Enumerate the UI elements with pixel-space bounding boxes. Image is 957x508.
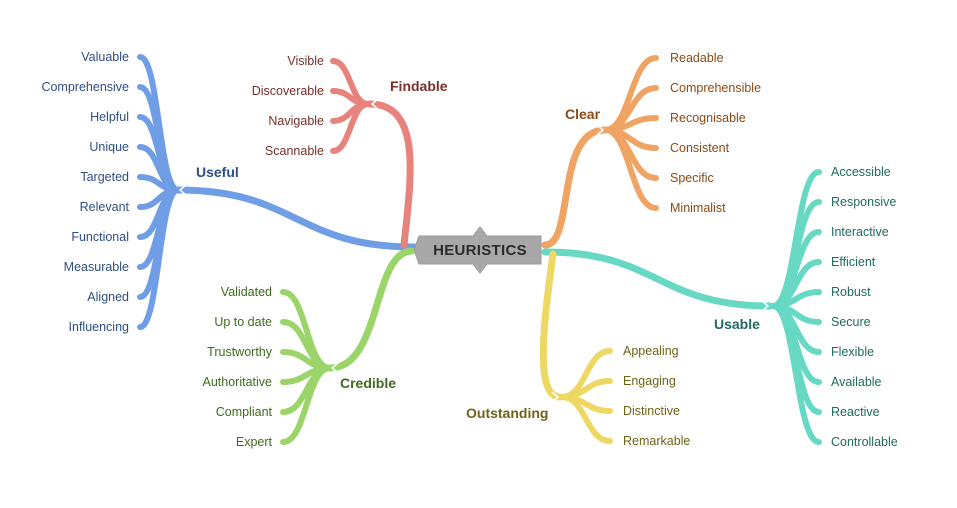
leaf-topic-findable[interactable]: Discoverable [252, 84, 324, 98]
leaf-topic-credible[interactable]: Expert [236, 435, 273, 449]
leaf-topic-credible[interactable]: Up to date [214, 315, 272, 329]
leaf-topic-findable[interactable]: Visible [287, 54, 324, 68]
branch-topic-useful[interactable]: Useful [196, 164, 239, 180]
branch-link-findable [366, 100, 414, 249]
branch-node-marker-useful [178, 184, 187, 196]
leaf-topic-credible[interactable]: Authoritative [203, 375, 273, 389]
central-topic[interactable]: HEURISTICS [413, 226, 542, 274]
leaf-topic-useful[interactable]: Functional [71, 230, 129, 244]
leaf-topic-outstanding[interactable]: Remarkable [623, 434, 690, 448]
leaf-topic-useful[interactable]: Aligned [87, 290, 129, 304]
leaf-topic-findable[interactable]: Scannable [265, 144, 324, 158]
leaf-topic-clear[interactable]: Specific [670, 171, 714, 185]
leaf-topic-outstanding[interactable]: Engaging [623, 374, 676, 388]
branch-node-marker-clear [596, 124, 605, 136]
branch-link-credible [326, 247, 416, 372]
leaf-topic-usable[interactable]: Available [831, 375, 882, 389]
leaf-topic-usable[interactable]: Flexible [831, 345, 874, 359]
leaf-topic-useful[interactable]: Targeted [80, 170, 129, 184]
leaf-topic-clear[interactable]: Recognisable [670, 111, 746, 125]
leaf-topic-usable[interactable]: Reactive [831, 405, 880, 419]
leaf-topic-usable[interactable]: Interactive [831, 225, 889, 239]
leaf-topic-credible[interactable]: Compliant [216, 405, 273, 419]
branch-link-outstanding [539, 250, 564, 401]
leaf-topic-clear[interactable]: Comprehensible [670, 81, 761, 95]
leaf-link-clear [602, 127, 659, 211]
leaf-link-credible [280, 365, 333, 445]
central-topic-label: HEURISTICS [433, 242, 527, 259]
leaf-topic-usable[interactable]: Accessible [831, 165, 891, 179]
branch-link-usable [541, 248, 774, 310]
leaf-link-findable [330, 101, 371, 154]
branch-link-useful [174, 186, 418, 251]
leaf-topic-usable[interactable]: Robust [831, 285, 871, 299]
leaf-link-usable [770, 303, 822, 445]
leaf-topic-clear[interactable]: Consistent [670, 141, 730, 155]
leaf-link-outstanding [559, 394, 613, 444]
leaf-topic-useful[interactable]: Relevant [80, 200, 130, 214]
central-topic-shape [413, 226, 542, 274]
leaf-topic-credible[interactable]: Trustworthy [207, 345, 273, 359]
leaf-topic-useful[interactable]: Valuable [81, 50, 129, 64]
leaf-topic-clear[interactable]: Minimalist [670, 201, 726, 215]
leaf-topic-usable[interactable]: Secure [831, 315, 871, 329]
branch-node-marker-outstanding [551, 391, 560, 403]
leaf-topic-useful[interactable]: Influencing [69, 320, 130, 334]
leaf-topic-usable[interactable]: Responsive [831, 195, 896, 209]
leaf-topic-usable[interactable]: Efficient [831, 255, 876, 269]
leaf-link-useful [137, 187, 181, 330]
branch-topic-outstanding[interactable]: Outstanding [466, 405, 548, 421]
branch-node-marker-credible [330, 362, 339, 374]
leaf-topic-useful[interactable]: Helpful [90, 110, 129, 124]
branch-topic-clear[interactable]: Clear [565, 106, 601, 122]
branch-node-marker-usable [761, 300, 770, 312]
leaf-topic-useful[interactable]: Comprehensive [41, 80, 129, 94]
leaf-topic-outstanding[interactable]: Distinctive [623, 404, 680, 418]
leaf-topic-usable[interactable]: Controllable [831, 435, 898, 449]
branch-topic-credible[interactable]: Credible [340, 375, 396, 391]
leaf-topic-useful[interactable]: Unique [89, 140, 129, 154]
branch-node-marker-findable [370, 98, 379, 110]
leaf-topic-credible[interactable]: Validated [221, 285, 272, 299]
leaf-topic-outstanding[interactable]: Appealing [623, 344, 679, 358]
leaf-topic-findable[interactable]: Navigable [268, 114, 324, 128]
branch-topic-usable[interactable]: Usable [714, 316, 760, 332]
leaf-topic-clear[interactable]: Readable [670, 51, 724, 65]
branch-topic-findable[interactable]: Findable [390, 78, 448, 94]
leaf-topic-useful[interactable]: Measurable [64, 260, 129, 274]
branch-link-clear [541, 126, 609, 249]
